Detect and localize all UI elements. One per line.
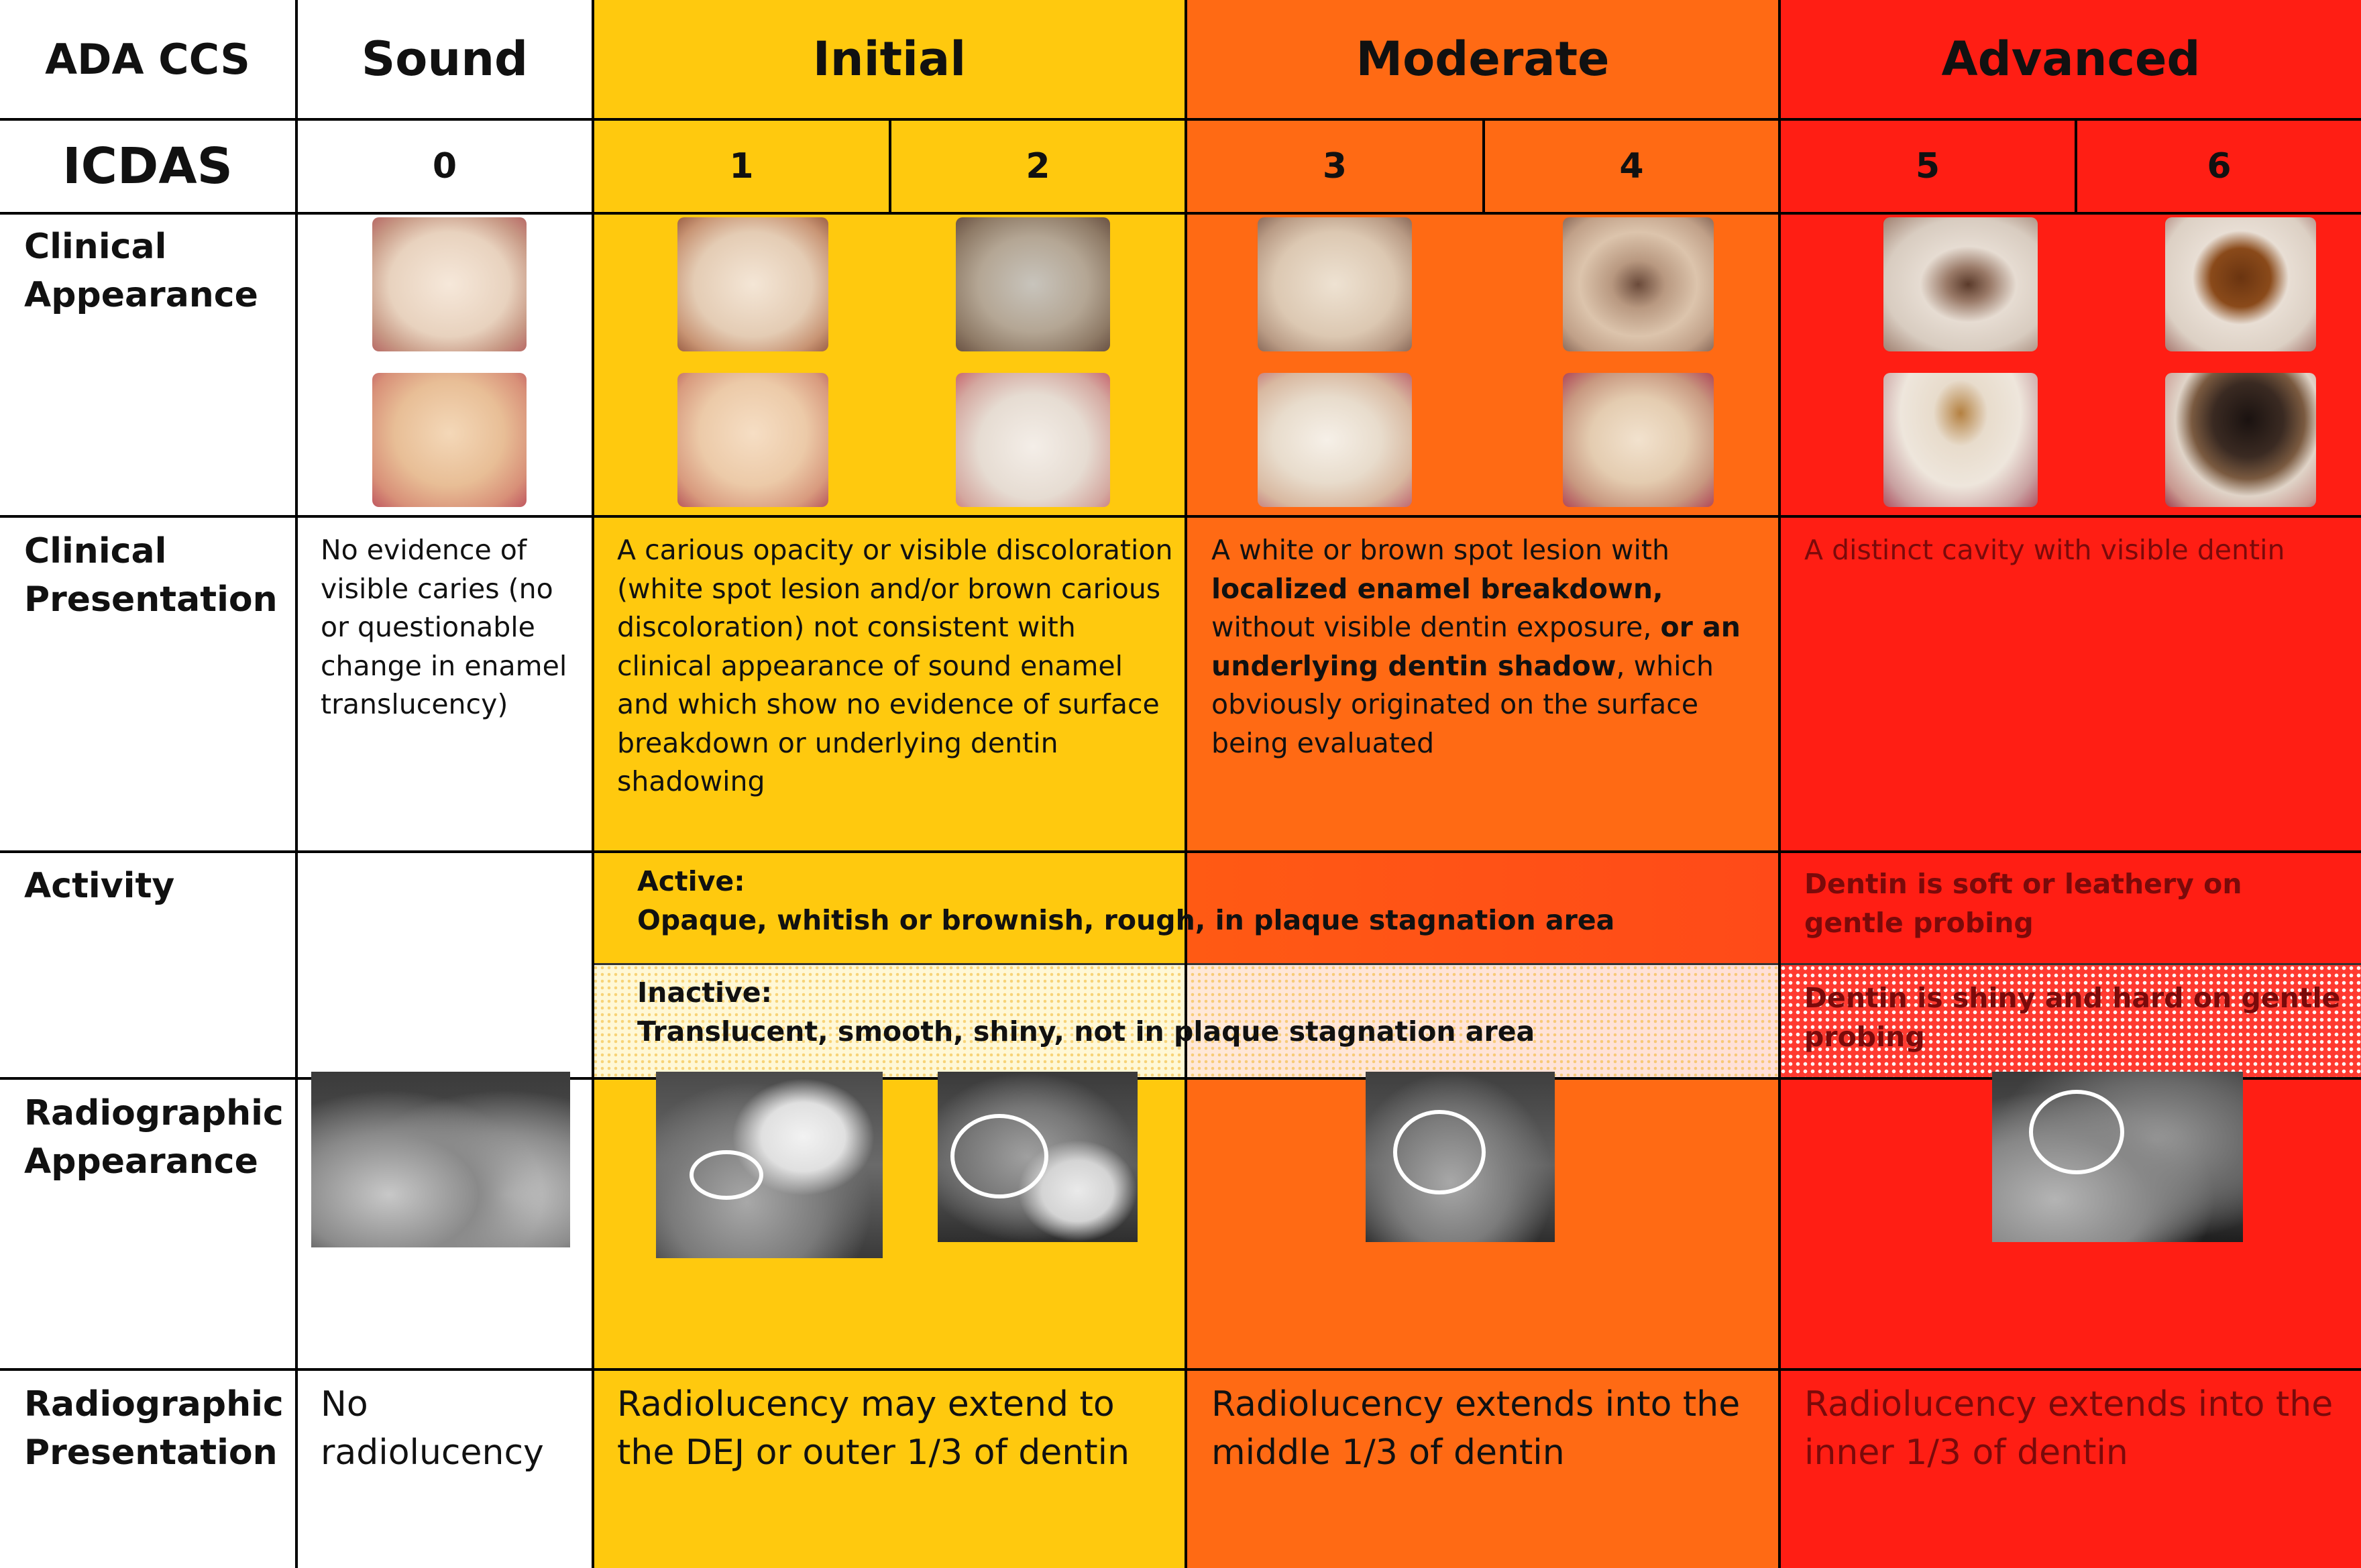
grid-line-v-icdas-3 (2075, 118, 2077, 213)
grid-line-h2 (0, 212, 2361, 215)
row-label-radiographic-appearance: Radiographic Appearance (24, 1093, 284, 1182)
icdas-code-2: 2 (1026, 146, 1050, 186)
tooth-photo-icdas0-smooth (372, 373, 527, 507)
grid-line-h5 (0, 1077, 2361, 1080)
grid-line-h6 (0, 1368, 2361, 1371)
header-advanced: Advanced (1941, 32, 2201, 87)
grid-line-v4 (1778, 0, 1781, 1568)
lesion-circle-icon (950, 1114, 1048, 1198)
tooth-photo-icdas3-occlusal (1258, 217, 1412, 351)
grid-line-v3 (1185, 0, 1187, 1568)
radiographic-presentation-moderate: Radiolucency extends into the middle 1/3… (1211, 1384, 1741, 1473)
clinical-presentation-advanced: A distinct cavity with visible dentin (1804, 534, 2285, 566)
icdas-label: ICDAS (62, 137, 233, 195)
advanced-inactive-dots (1779, 964, 2361, 1078)
icdas-code-0: 0 (432, 146, 457, 186)
tooth-photo-icdas3-smooth (1258, 373, 1412, 507)
row-label-radiographic-presentation: Radiographic Presentation (24, 1384, 284, 1473)
tooth-photo-icdas6-smooth (2165, 373, 2316, 507)
activity-advanced-active: Dentin is soft or leathery on gentle pro… (1804, 868, 2242, 939)
icdas-code-4: 4 (1619, 146, 1644, 186)
clinical-presentation-moderate: A white or brown spot lesion with locali… (1211, 534, 1741, 759)
grid-line-v-icdas-2 (1482, 118, 1485, 213)
icdas-code-6: 6 (2207, 146, 2232, 186)
xray-advanced (1992, 1072, 2243, 1242)
header-moderate: Moderate (1356, 32, 1610, 87)
radiographic-presentation-advanced: Radiolucency extends into the inner 1/3 … (1804, 1384, 2333, 1473)
header-sound: Sound (361, 32, 529, 87)
tooth-photo-icdas4-occlusal (1563, 217, 1714, 351)
activity-advanced-inactive: Dentin is shiny and hard on gentle probi… (1804, 982, 2341, 1053)
lesion-circle-icon (2029, 1090, 2124, 1174)
header-corner: ADA CCS (45, 34, 250, 84)
xray-sound (311, 1072, 570, 1247)
row-label-activity: Activity (24, 866, 175, 906)
activity-active: Active: Opaque, whitish or brownish, rou… (637, 865, 1615, 936)
grid-line-v2 (592, 0, 594, 1568)
grid-line-h1 (0, 118, 2361, 121)
tooth-photo-icdas5-smooth (1883, 373, 2038, 507)
clinical-presentation-sound: No evidence of visible caries (no or que… (321, 534, 567, 720)
grid-line-v-icdas-1 (889, 118, 891, 213)
row-label-clinical-appearance: Clinical Appearance (24, 227, 258, 315)
clinical-presentation-initial: A carious opacity or visible discolorati… (617, 534, 1173, 797)
icdas-code-3: 3 (1322, 146, 1348, 186)
tooth-photo-icdas1-smooth (677, 373, 828, 507)
lesion-circle-icon (690, 1150, 763, 1200)
lesion-circle-icon (1393, 1110, 1486, 1194)
tooth-photo-icdas4-smooth (1563, 373, 1714, 507)
grid-line-h3 (0, 515, 2361, 518)
grid-line-activity-mid (592, 963, 2361, 965)
tooth-photo-icdas0-occlusal (372, 217, 527, 351)
grid-line-v1 (295, 0, 298, 1568)
radiographic-presentation-sound: No radiolucency (321, 1384, 544, 1473)
xray-moderate (1366, 1072, 1555, 1242)
tooth-photo-icdas5-occlusal (1883, 217, 2038, 351)
tooth-photo-icdas6-occlusal (2165, 217, 2316, 351)
tooth-photo-icdas2-smooth (956, 373, 1110, 507)
icdas-code-1: 1 (729, 146, 754, 186)
xray-icdas1-2-b (938, 1072, 1138, 1242)
activity-inactive: Inactive: Translucent, smooth, shiny, no… (637, 976, 1535, 1048)
radiographic-presentation-initial: Radiolucency may extend to the DEJ or ou… (617, 1384, 1130, 1473)
header-initial: Initial (812, 32, 967, 87)
row-label-clinical-presentation: Clinical Presentation (24, 531, 278, 620)
tooth-photo-icdas2-occlusal (956, 217, 1110, 351)
grid-line-h4 (0, 850, 2361, 853)
xray-icdas1-2-a (656, 1072, 883, 1258)
tooth-photo-icdas1-occlusal (677, 217, 828, 351)
icdas-code-5: 5 (1915, 146, 1940, 186)
